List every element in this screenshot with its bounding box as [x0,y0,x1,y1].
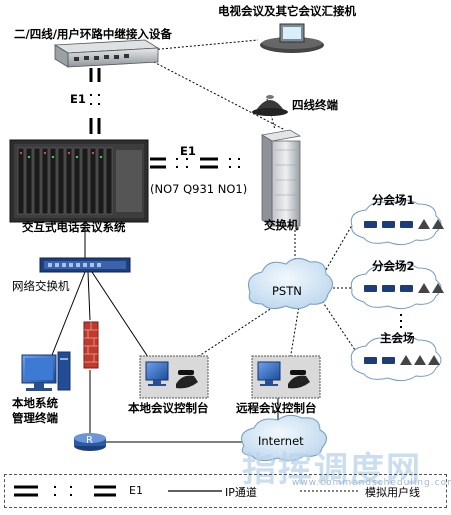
label-protocols: (NO7 Q931 NO1) [150,182,248,196]
e1-dots-vertical [90,94,100,105]
network-switch-device [39,257,131,273]
label-local-console: 本地会议控制台 [128,401,209,415]
label-branch1: 分会场1 [372,193,415,207]
venue-devices-branch2 [364,283,444,293]
label-router: R [86,435,93,446]
ellipsis-dots [400,314,402,328]
internet-cloud [241,414,327,462]
firewall-icon [83,321,99,369]
pstn-cloud [248,258,333,310]
label-network-switch: 网络交换机 [12,279,70,293]
label-main-venue: 主会场 [380,331,415,345]
label-local-mgmt-1: 本地系统 [12,396,58,410]
label-pstn: PSTN [272,284,302,298]
venue-devices-branch1 [364,219,444,229]
local-console-icon [139,355,209,399]
tv-conference-device [260,23,324,53]
legend-analog-label: 模拟用户线 [365,486,420,499]
local-management-terminal-icon [21,351,71,391]
label-exchange: 交换机 [264,218,299,232]
label-four-wire-terminal: 四线终端 [292,98,338,112]
label-access-device: 二/四线/用户环路中继接入设备 [14,27,172,41]
watermark-url: www.commandscheduling.com [292,478,451,488]
legend-ip-label: IP通道 [225,486,257,499]
label-e1-vertical: E1 [70,92,86,106]
label-local-mgmt-2: 管理终端 [12,411,58,425]
remote-console-icon [251,355,321,399]
exchange-cabinet [260,129,302,227]
legend-box: E1 IP通道 模拟用户线 [4,474,447,508]
label-interactive-system: 交互式电话会议系统 [22,220,126,234]
label-internet: Internet [258,434,304,448]
watermark-text: 指挥调度网 [242,450,422,490]
interactive-conference-system [9,139,149,223]
legend-e1-label: E1 [129,484,143,497]
venue-devices-main [364,355,440,365]
analog-lines [149,39,356,363]
e1-dots-horizontal [176,158,240,168]
venue-cloud-main [350,335,442,382]
ip-lines [51,223,279,443]
legend-e1-symbol [14,485,116,497]
four-wire-terminal-icon [252,95,288,116]
label-e1-horizontal: E1 [180,144,196,158]
label-branch2: 分会场2 [372,259,415,273]
e1-link-horizontal [150,157,218,169]
e1-link-vertical [89,68,101,134]
label-tv-conference: 电视会议及其它会议汇接机 [218,4,356,18]
access-device [53,39,160,68]
router-icon [74,433,106,451]
label-remote-console: 远程会议控制台 [236,401,317,415]
